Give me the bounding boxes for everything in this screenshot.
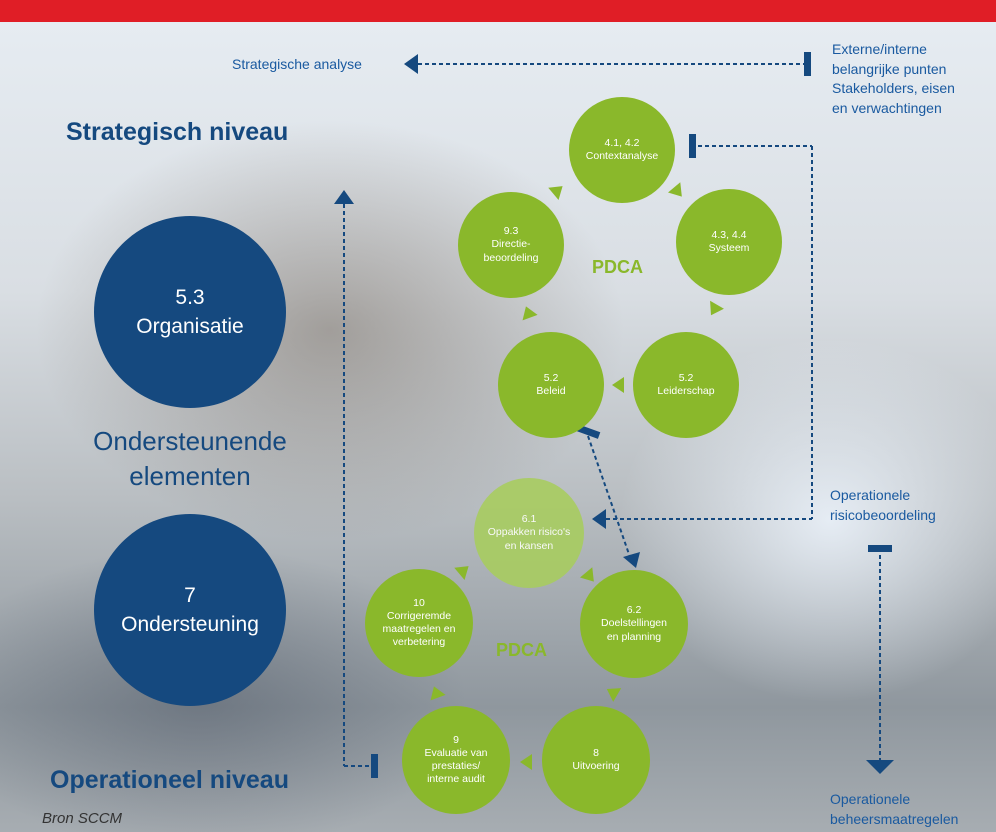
risk-bar-marker xyxy=(868,545,892,552)
support-elements-title: Ondersteunende elementen xyxy=(60,424,320,494)
audit-bar-marker xyxy=(371,754,378,778)
evaluation-audit-circle: 9 Evaluatie van prestaties/ interne audi… xyxy=(402,706,510,814)
external-line-1: Externe/interne xyxy=(832,41,927,57)
control-arrowhead xyxy=(866,760,894,774)
execution-circle: 8 Uitvoering xyxy=(542,706,650,814)
organisation-label: Organisatie xyxy=(136,315,244,338)
support-circle: 7 Ondersteuning xyxy=(94,514,286,706)
policy-label: Beleid xyxy=(536,385,566,397)
organisation-circle: 5.3 Organisatie xyxy=(94,216,286,408)
review-number: 9.3 xyxy=(503,225,519,238)
policy-number: 5.2 xyxy=(543,371,559,384)
review-label-2: beoordeling xyxy=(483,251,539,264)
risks-number: 6.1 xyxy=(521,513,537,526)
risk-line-1: Operationele xyxy=(830,487,911,503)
support-label: Ondersteuning xyxy=(121,613,259,636)
policy-circle: 5.2 Beleid xyxy=(498,332,604,438)
objectives-planning-circle: 6.2 Doelstellingen en planning xyxy=(580,570,688,678)
leadership-number: 5.2 xyxy=(678,371,694,384)
context-number: 4.1, 4.2 xyxy=(604,136,640,149)
risks-opportunities-circle: 6.1 Oppakken risico's en kansen xyxy=(474,478,584,588)
control-measures-label: Operationele beheersmaatregelen xyxy=(830,790,958,829)
organisation-number: 5.3 xyxy=(175,285,205,309)
evaluation-number: 9 xyxy=(453,733,459,746)
system-label: Systeem xyxy=(708,242,750,254)
control-line-1: Operationele xyxy=(830,791,911,807)
operational-level-title: Operationeel niveau xyxy=(50,766,289,794)
risk-arrowhead xyxy=(592,509,606,529)
control-line-2: beheersmaatregelen xyxy=(830,810,959,827)
corrective-actions-circle: 10 Corrigeremde maatregelen en verbeteri… xyxy=(365,569,473,677)
up-arrowhead xyxy=(334,190,354,204)
context-bar-marker xyxy=(689,134,696,158)
corrective-label-1: Corrigeremde xyxy=(386,609,452,622)
support-title-line-2: elementen xyxy=(129,461,251,492)
cycle-arrow-3 xyxy=(612,377,624,393)
pdca-link-connector xyxy=(587,435,632,561)
corrective-label-3: verbetering xyxy=(392,636,446,649)
evaluation-label-2: prestaties/ xyxy=(431,760,481,772)
strategic-level-title: Strategisch niveau xyxy=(66,118,289,146)
leadership-label: Leiderschap xyxy=(657,385,715,397)
leadership-circle: 5.2 Leiderschap xyxy=(633,332,739,438)
evaluation-label-3: interne audit xyxy=(427,773,485,786)
corrective-number: 10 xyxy=(413,596,425,609)
strategic-analysis-label: Strategische analyse xyxy=(232,56,362,72)
objectives-label-2: en planning xyxy=(606,630,662,643)
execution-label: Uitvoering xyxy=(572,760,620,772)
system-number: 4.3, 4.4 xyxy=(711,228,747,241)
external-line-4: en verwachtingen xyxy=(832,99,942,116)
risk-assessment-label: Operationele risicobeoordeling xyxy=(830,486,936,525)
objectives-number: 6.2 xyxy=(626,604,642,617)
system-circle: 4.3, 4.4 Systeem xyxy=(676,189,782,295)
execution-number: 8 xyxy=(593,746,599,759)
support-number: 7 xyxy=(184,583,196,607)
operational-pdca-label: PDCA xyxy=(496,640,548,660)
strategic-pdca-label: PDCA xyxy=(592,257,644,277)
op-cycle-arrow-3 xyxy=(520,754,532,770)
risk-line-2: risicobeoordeling xyxy=(830,506,936,523)
planning-arrowhead xyxy=(623,552,640,568)
risks-label-2: en kansen xyxy=(504,539,554,552)
external-points-label: Externe/interne belangrijke punten Stake… xyxy=(832,40,955,118)
management-review-circle: 9.3 Directie- beoordeling xyxy=(458,192,564,298)
external-bar-marker xyxy=(804,52,811,76)
objectives-label-1: Doelstellingen xyxy=(601,617,667,630)
analysis-arrowhead xyxy=(404,54,418,74)
context-label: Contextanalyse xyxy=(585,150,659,162)
top-red-bar xyxy=(0,0,996,22)
review-label-1: Directie- xyxy=(491,238,531,251)
context-analysis-circle: 4.1, 4.2 Contextanalyse xyxy=(569,97,675,203)
risks-label-1: Oppakken risico's xyxy=(487,526,571,539)
external-line-3: Stakeholders, eisen xyxy=(832,80,955,97)
support-title-line-1: Ondersteunende xyxy=(93,426,287,456)
external-line-2: belangrijke punten xyxy=(832,60,947,77)
corrective-label-2: maatregelen en xyxy=(382,623,456,635)
source-label: Bron SCCM xyxy=(42,810,123,827)
evaluation-label-1: Evaluatie van xyxy=(424,746,488,759)
